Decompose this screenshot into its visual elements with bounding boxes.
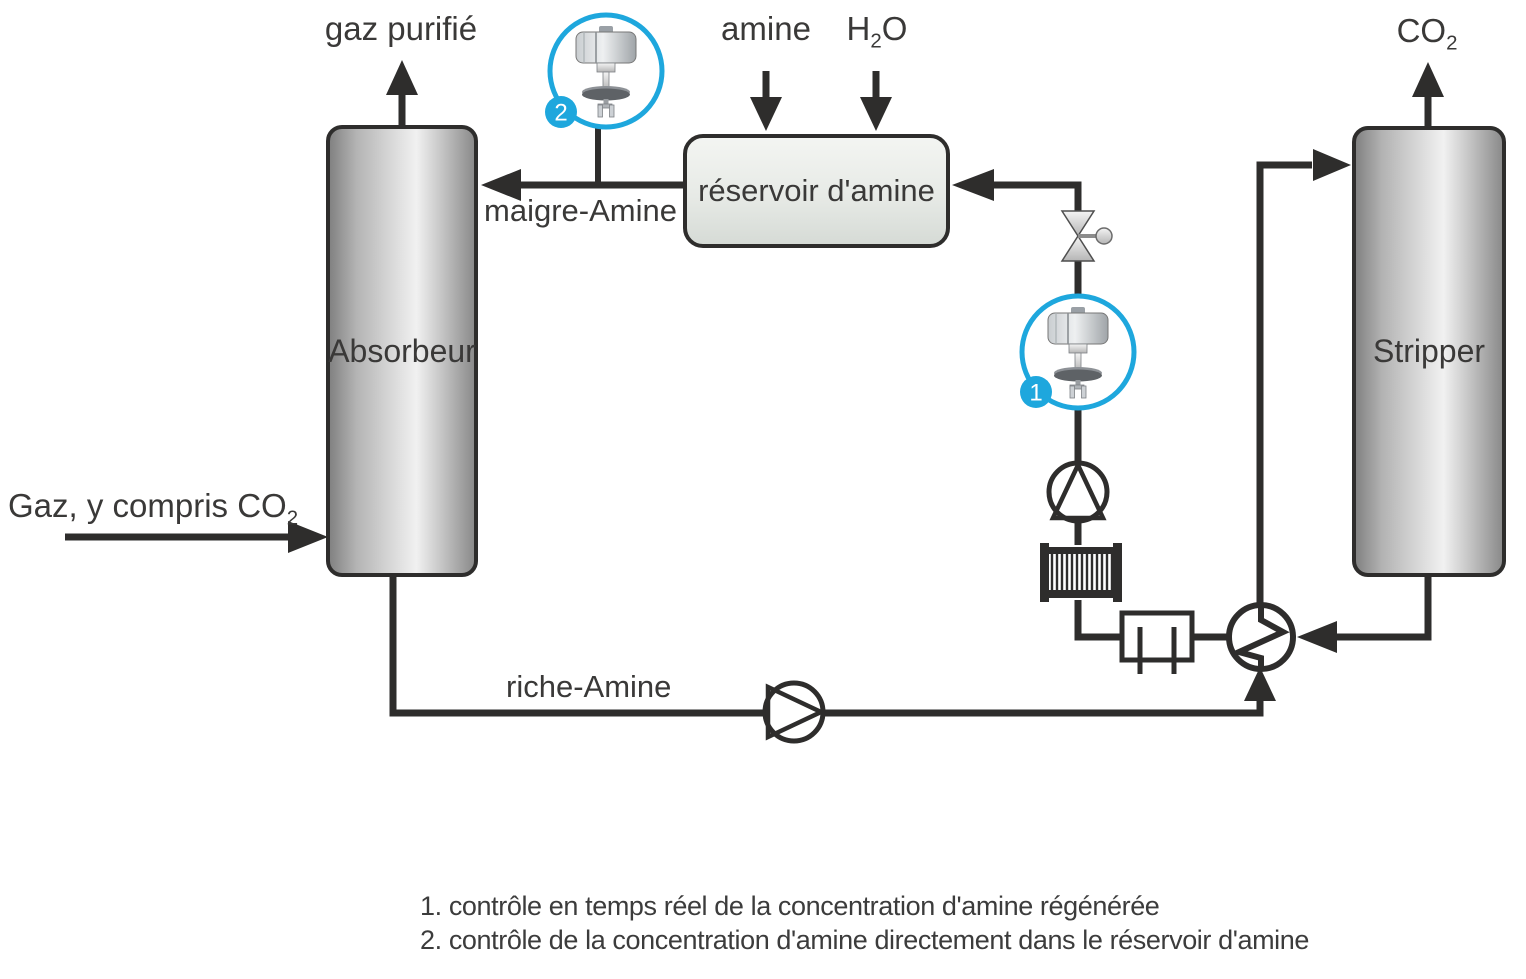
- footnote-1: 1. contrôle en temps réel de la concentr…: [420, 891, 1160, 921]
- arrow-amine-feed: [750, 97, 782, 131]
- gas-inlet-label: Gaz, y compris CO2: [8, 487, 299, 530]
- control-valve: [1060, 210, 1113, 262]
- co2-label: CO2: [1396, 12, 1458, 55]
- arrow-water-feed: [860, 97, 892, 131]
- sensor-1-badge: [1020, 376, 1052, 408]
- arrow-tank-inlet: [952, 169, 994, 201]
- sensor-2-badge: [545, 96, 577, 128]
- lean-amine-label: maigre-Amine: [484, 193, 677, 228]
- absorber-column: Absorbeur: [326, 125, 478, 577]
- arrow-gas-inlet: [288, 521, 328, 553]
- sensor-2: 2: [545, 15, 662, 128]
- sensor-2-number: 2: [554, 100, 567, 127]
- heat-exchanger: [1226, 602, 1296, 672]
- purified-gas-label: gaz purifié: [324, 10, 478, 47]
- water-feed-label: H2O: [846, 10, 908, 53]
- amine-feed-label: amine: [721, 10, 811, 47]
- pipe-stripper-bottom: [1336, 576, 1432, 641]
- absorber-label: Absorbeur: [328, 332, 476, 369]
- arrow-co2: [1412, 62, 1444, 97]
- pipe-riser-to-stripper: [1256, 161, 1312, 604]
- filter-unit: [1119, 610, 1195, 674]
- pipes-group: [65, 71, 1432, 717]
- sensor-1-number: 1: [1029, 380, 1042, 407]
- amine-tank-label: réservoir d'amine: [698, 173, 935, 208]
- arrow-lean-amine: [481, 169, 521, 201]
- arrow-rich-into-exchanger: [1244, 667, 1276, 701]
- lean-amine-pump: [1046, 459, 1110, 524]
- stripper-column: Stripper: [1352, 126, 1506, 577]
- cooler: [1040, 543, 1122, 602]
- arrow-purified-gas: [386, 60, 418, 95]
- pipe-cooler-to-filter: [1074, 600, 1122, 641]
- sensor-1: 1: [1020, 296, 1134, 408]
- arrow-into-exchanger: [1297, 621, 1337, 653]
- rich-amine-pump: [762, 680, 827, 744]
- footnotes: 1. contrôle en temps réel de la concentr…: [420, 889, 1309, 957]
- arrowheads-group: [288, 60, 1444, 701]
- pipe-tank-inlet: [994, 181, 1082, 213]
- footnote-2: 2. contrôle de la concentration d'amine …: [420, 925, 1310, 955]
- rich-amine-label: riche-Amine: [506, 669, 672, 704]
- pipe-rich-amine: [389, 576, 1264, 717]
- amine-tank: réservoir d'amine: [683, 134, 950, 248]
- arrow-into-stripper: [1313, 149, 1351, 181]
- stripper-label: Stripper: [1372, 333, 1486, 369]
